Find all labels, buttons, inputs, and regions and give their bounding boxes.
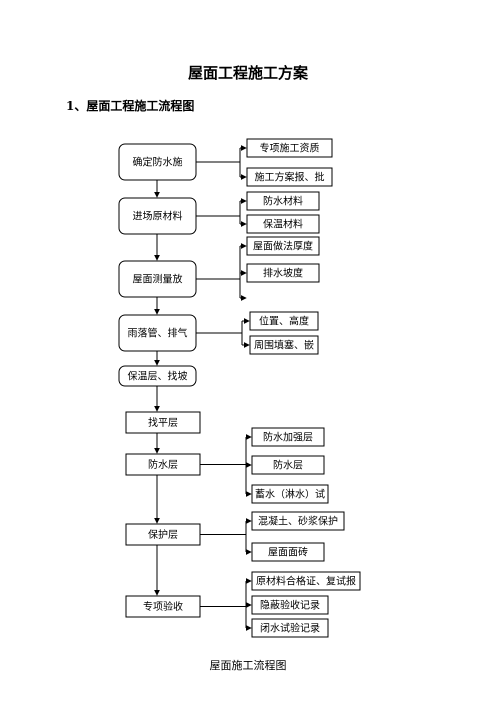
branch-b16-border — [251, 595, 329, 615]
branch-b13-label: 混凝土、砂浆保护 — [258, 515, 338, 528]
branch-b14-border — [251, 542, 325, 562]
branch-b8-label: 位置、高度 — [259, 315, 309, 328]
branch-b9-label: 周围填塞、嵌 — [254, 339, 314, 352]
branch-b3: 防水材料 — [246, 191, 320, 211]
branch-b17: 闭水试验记录 — [251, 618, 329, 638]
branch-b8: 位置、高度 — [249, 311, 319, 331]
branch-b13: 混凝土、砂浆保护 — [251, 511, 345, 531]
step-s3-label: 屋面测量放 — [133, 273, 183, 286]
branch-b15-border — [251, 571, 361, 591]
branch-b2-border — [246, 167, 333, 187]
branch-b17-border — [251, 618, 329, 638]
branch-b3-border — [246, 191, 320, 211]
branch-b10-label: 防水加强层 — [263, 431, 313, 444]
branch-b9: 周围填塞、嵌 — [249, 335, 319, 355]
branch-b11-border — [251, 455, 325, 475]
branch-b8-border — [249, 311, 319, 331]
branch-b6-border — [246, 263, 320, 283]
step-s4: 雨落管、排气 — [118, 314, 197, 352]
document-title: 屋面工程施工方案 — [187, 64, 308, 82]
branch-b4-border — [246, 214, 320, 234]
branch-b11-label: 防水层 — [273, 459, 303, 472]
step-s1-label: 确定防水施 — [133, 156, 183, 169]
step-s1: 确定防水施 — [118, 143, 197, 181]
step-s2-label: 进场原材料 — [133, 210, 183, 223]
step-s6-label: 找平层 — [148, 416, 178, 429]
step-s8-label: 保护层 — [148, 528, 178, 541]
section-heading: 1、屋面工程施工流程图 — [66, 99, 195, 113]
branch-b1-border — [246, 138, 333, 158]
branch-b14-label: 屋面面砖 — [268, 546, 308, 559]
step-s5-label: 保温层、找坡 — [128, 370, 188, 383]
branch-b5: 屋面做法厚度 — [246, 236, 320, 256]
step-s9: 专项验收 — [125, 595, 201, 618]
branch-b11: 防水层 — [251, 455, 325, 475]
step-s2: 进场原材料 — [118, 197, 197, 235]
step-s3-border — [118, 260, 197, 298]
branch-b1-label: 专项施工资质 — [260, 142, 320, 155]
step-s6: 找平层 — [125, 411, 201, 434]
step-s2-border — [118, 197, 197, 235]
branch-b10-border — [251, 427, 325, 447]
branch-b9-border — [249, 335, 319, 355]
branch-b17-label: 闭水试验记录 — [260, 622, 320, 635]
step-s4-border — [118, 314, 197, 352]
step-s4-label: 雨落管、排气 — [128, 327, 188, 340]
step-s9-label: 专项验收 — [143, 600, 183, 613]
step-s8: 保护层 — [125, 523, 201, 546]
step-s7: 防水层 — [125, 453, 201, 476]
branch-b16-label: 隐蔽验收记录 — [260, 599, 320, 612]
step-s6-border — [125, 411, 201, 434]
branch-b15: 原材料合格证、复试报 — [251, 571, 361, 591]
step-s5-border — [118, 365, 197, 387]
branch-b4-label: 保温材料 — [263, 218, 303, 231]
branch-b12: 蓄水（淋水）试 — [251, 484, 329, 504]
branch-b6-label: 排水坡度 — [263, 267, 303, 280]
step-s7-label: 防水层 — [148, 458, 178, 471]
branch-b1: 专项施工资质 — [246, 138, 333, 158]
branch-b12-label: 蓄水（淋水）试 — [255, 488, 325, 501]
branch-b12-border — [251, 484, 329, 504]
figure-caption: 屋面施工流程图 — [209, 659, 287, 672]
branch-b5-label: 屋面做法厚度 — [253, 240, 313, 253]
step-s5: 保温层、找坡 — [118, 365, 197, 387]
branch-b2: 施工方案报、批 — [246, 167, 333, 187]
step-s3: 屋面测量放 — [118, 260, 197, 298]
branch-b4: 保温材料 — [246, 214, 320, 234]
step-s9-border — [125, 595, 201, 618]
branch-b10: 防水加强层 — [251, 427, 325, 447]
branch-b5-border — [246, 236, 320, 256]
branch-b3-label: 防水材料 — [263, 195, 303, 208]
branch-b15-label: 原材料合格证、复试报 — [256, 575, 356, 588]
branch-b13-border — [251, 511, 345, 531]
branch-b2-label: 施工方案报、批 — [255, 171, 325, 184]
step-s1-border — [118, 143, 197, 181]
branch-b14: 屋面面砖 — [251, 542, 325, 562]
step-s7-border — [125, 453, 201, 476]
branch-b6: 排水坡度 — [246, 263, 320, 283]
step-s8-border — [125, 523, 201, 546]
branch-b16: 隐蔽验收记录 — [251, 595, 329, 615]
